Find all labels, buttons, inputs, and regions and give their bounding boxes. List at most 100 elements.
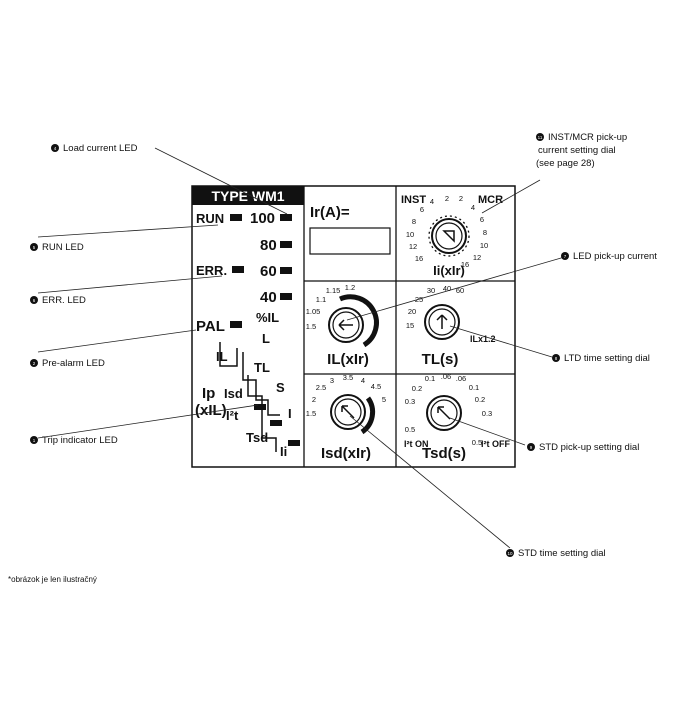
mcr-label: MCR [478, 194, 503, 206]
tl-scale-30: 30 [427, 286, 435, 295]
inst-scale-8: 8 [483, 228, 487, 237]
callout-num: 2 [33, 361, 36, 366]
il-scale-5: 1.2 [345, 283, 355, 292]
leader-lines [37, 147, 569, 549]
inst-scale-2a: 2 [445, 194, 449, 203]
inst-dial-title: Ii(xIr) [433, 263, 465, 278]
callout-text: Trip indicator LED [42, 435, 118, 446]
callout-4: 4 Load current LED [51, 143, 138, 154]
callout-text-line2: current setting dial [538, 145, 616, 156]
tl-dial[interactable] [424, 304, 460, 340]
load-40: 40 [260, 289, 277, 306]
load-led-40 [280, 293, 292, 300]
tsd-scale-8: 0.2 [475, 395, 485, 404]
callout-text: ERR. LED [42, 295, 86, 306]
il-dial[interactable] [328, 294, 379, 348]
trip-xil: (xIL) [195, 402, 227, 419]
err-led [232, 266, 244, 273]
inst-knob-icon [442, 230, 455, 243]
isd-knob-icon [341, 405, 355, 419]
inst-scale-16a: 16 [461, 260, 469, 269]
callout-num: 6 [33, 298, 36, 303]
callout-text: STD pick-up setting dial [539, 442, 639, 453]
trip-i: I [288, 406, 292, 421]
tl-scale-15: 15 [406, 321, 414, 330]
inst-scale-6: 6 [480, 215, 484, 224]
inst-scale-16b: 16 [415, 254, 423, 263]
trip-il: IL [216, 349, 228, 364]
il-scale-4: 1.15 [326, 286, 341, 295]
callout-5: 5 RUN LED [30, 242, 84, 253]
footnote: *obrázok je len ilustračný [8, 575, 97, 584]
callout-text: Pre-alarm LED [42, 358, 105, 369]
callout-num: 5 [33, 245, 36, 250]
tl-scale-40: 40 [443, 284, 451, 293]
callout-num: 4 [54, 146, 57, 151]
load-100: 100 [250, 210, 275, 227]
isd-scale-4: 3 [330, 376, 334, 385]
callout-text-line1: INST/MCR pick-up [548, 132, 627, 143]
trip-ip: Ip [202, 385, 215, 402]
isd-dial[interactable] [330, 394, 376, 435]
callout-text-line3: (see page 28) [536, 158, 595, 169]
callout-10: 10 STD time setting dial [506, 548, 606, 559]
tsd-scale-9: 0.3 [482, 409, 492, 418]
trip-i2t: I²t [226, 408, 239, 423]
inst-scale-10: 10 [480, 241, 488, 250]
load-led-100 [280, 214, 292, 221]
err-label: ERR. [196, 263, 227, 278]
inst-scale-2b: 2 [459, 194, 463, 203]
run-led [230, 214, 242, 221]
il-dial-title: IL(xIr) [327, 351, 369, 368]
isd-scale-3: 2.5 [316, 383, 326, 392]
run-label: RUN [196, 211, 224, 226]
tsd-scale-7: 0.1 [469, 383, 479, 392]
tl-dial-sub: ILx1.2 [470, 334, 496, 344]
callout-text: Load current LED [63, 143, 138, 154]
type-label: TYPE WM1 [211, 188, 284, 204]
callout-6: 6 ERR. LED [30, 295, 86, 306]
trip-led-l [254, 404, 266, 410]
trip-isd: Isd [224, 386, 243, 401]
pal-led [230, 321, 242, 328]
il-knob-icon [338, 319, 353, 331]
percent-il: %IL [256, 310, 279, 325]
callout-9: 9 STD pick-up setting dial [527, 442, 639, 453]
tsd-scale-3: 0.2 [412, 384, 422, 393]
inst-scale-8b: 8 [412, 217, 416, 226]
il-scale-2: 1.05 [306, 307, 321, 316]
tl-dial-title: TL(s) [422, 351, 459, 368]
inst-scale-4b: 4 [471, 203, 475, 212]
callout-2: 2 Pre-alarm LED [30, 358, 105, 369]
inst-scale-12: 12 [473, 253, 481, 262]
callout-text: LTD time setting dial [564, 353, 650, 364]
tsd-scale-2: 0.3 [405, 397, 415, 406]
isd-scale-2: 2 [312, 395, 316, 404]
trip-tl: TL [254, 360, 270, 375]
il-scale-3: 1.1 [316, 295, 326, 304]
pal-label: PAL [196, 318, 225, 335]
tsd-scale-1: 0.5 [405, 425, 415, 434]
type-header [192, 186, 304, 205]
ir-display [309, 227, 391, 255]
tsd-scale-4: 0.1 [425, 374, 435, 383]
inst-scale-12b: 12 [409, 242, 417, 251]
tsd-dial[interactable] [426, 395, 462, 431]
il-scale-1: 1.5 [306, 322, 316, 331]
trip-led-i [288, 440, 300, 446]
callout-11: 11 INST/MCR pick-up current setting dial… [536, 132, 627, 169]
callout-num: 1 [33, 438, 36, 443]
isd-scale-7: 4.5 [371, 382, 381, 391]
inst-label: INST [401, 194, 426, 206]
callout-num: 7 [564, 254, 567, 259]
tsd-scale-6: .06 [456, 374, 466, 383]
callout-text: RUN LED [42, 242, 84, 253]
inst-mcr-dial[interactable] [428, 215, 470, 257]
callout-text: LED pick-up current [573, 251, 657, 262]
callout-1: 1 Trip indicator LED [30, 435, 118, 446]
trip-led-s [270, 420, 282, 426]
callout-num: 9 [530, 445, 533, 450]
trip-s: S [276, 380, 285, 395]
tsd-scale-5: .06 [441, 372, 451, 381]
